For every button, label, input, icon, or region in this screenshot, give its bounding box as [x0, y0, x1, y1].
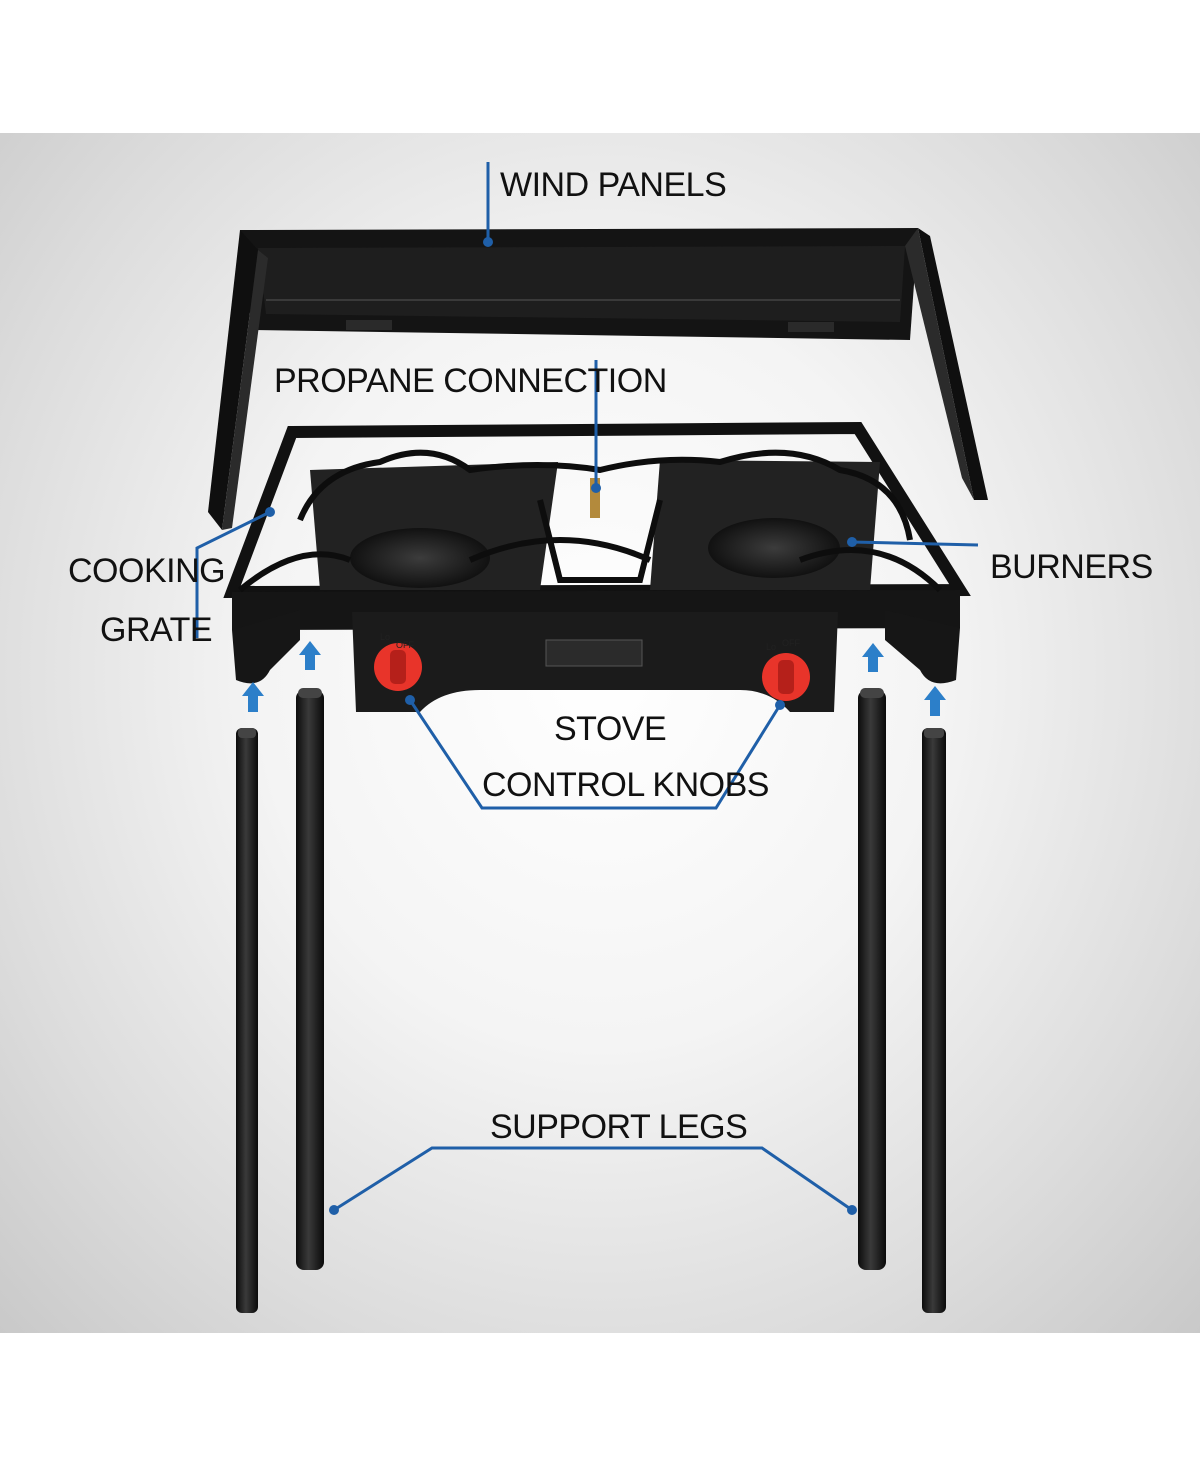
- wind-panels: [208, 228, 988, 530]
- knob-left-off: OFF: [396, 640, 414, 650]
- knob-right-off: OFF: [782, 638, 800, 648]
- label-stove: STOVE: [554, 710, 666, 748]
- assembly-arrows: [242, 641, 946, 716]
- up-arrow-icon: [242, 682, 264, 712]
- label-support-legs: SUPPORT LEGS: [490, 1108, 747, 1146]
- leg-3: [858, 690, 886, 1270]
- callout-dots: [265, 237, 857, 1215]
- label-wind-panels: WIND PANELS: [500, 166, 726, 204]
- callout-lines: [195, 162, 979, 1212]
- label-burners: BURNERS: [990, 548, 1153, 586]
- up-arrow-icon: [924, 686, 946, 716]
- label-cooking: COOKING: [68, 552, 225, 590]
- label-grate: GRATE: [100, 611, 212, 649]
- leg-1: [236, 728, 258, 1313]
- stove-body: [223, 421, 971, 712]
- control-knob-right[interactable]: Lo OFF: [762, 638, 810, 701]
- knob-right-lo: Lo: [766, 642, 776, 652]
- leg-4: [922, 728, 946, 1313]
- support-legs: [236, 688, 946, 1313]
- up-arrow-icon: [299, 641, 321, 670]
- leg-2: [296, 690, 324, 1270]
- knob-left-lo: Lo: [380, 632, 390, 642]
- control-knob-left[interactable]: Lo OFF: [374, 632, 422, 691]
- label-propane-connection: PROPANE CONNECTION: [274, 362, 667, 400]
- up-arrow-icon: [862, 643, 884, 672]
- label-control-knobs: CONTROL KNOBS: [482, 766, 769, 804]
